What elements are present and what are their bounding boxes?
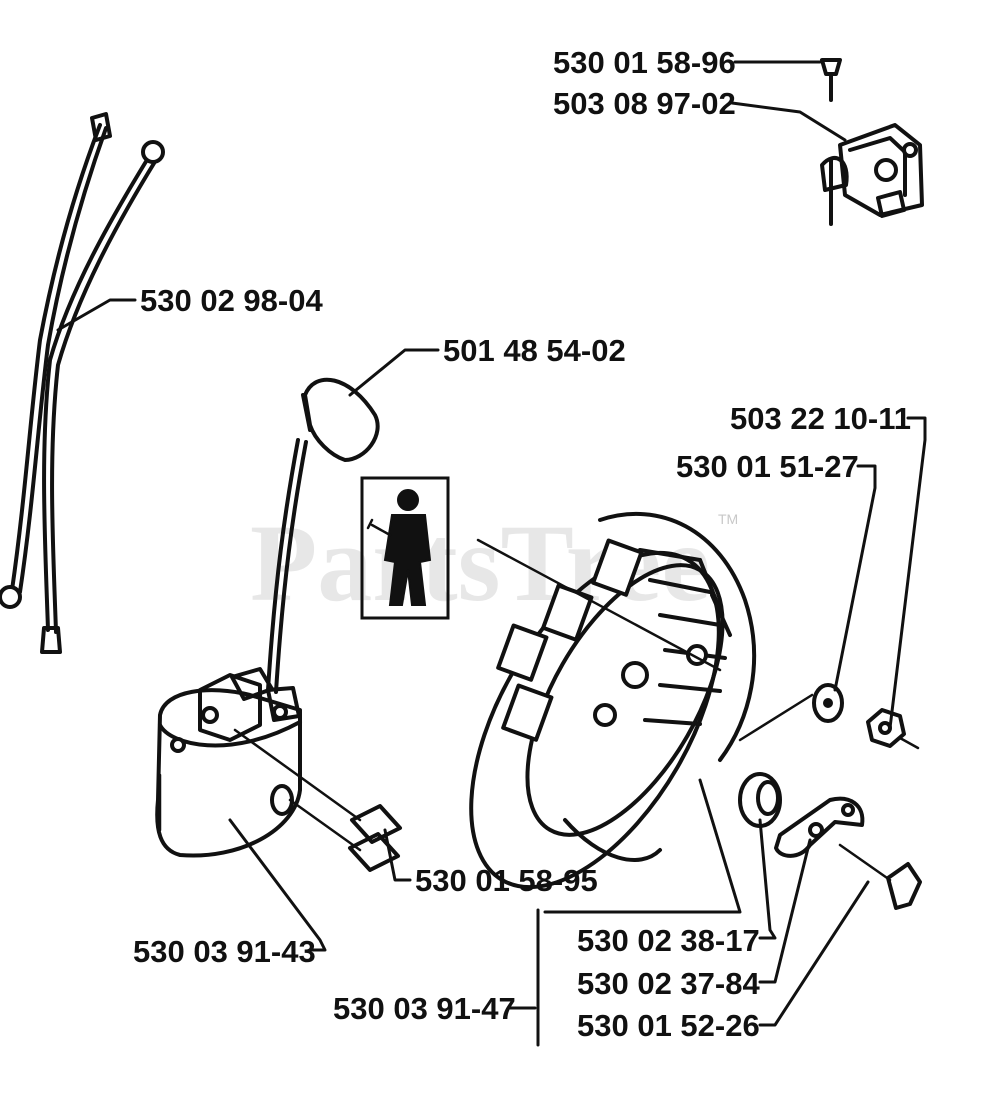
leader-lines: [56, 60, 927, 1047]
module-top-drawing: [820, 58, 924, 226]
label-pawl-screw: 530 01 52-26: [577, 1008, 760, 1043]
label-module-top: 503 08 97-02: [553, 86, 736, 121]
label-ignition-coil: 530 03 91-43: [133, 934, 316, 969]
label-wire-harness: 530 02 98-04: [140, 283, 323, 318]
label-pawl: 530 02 37-84: [577, 966, 760, 1001]
label-flywheel-assembly: 530 03 91-47: [333, 991, 516, 1026]
label-coil-screws: 530 01 58-95: [415, 863, 598, 898]
spark-plug-boot-drawing: [266, 377, 380, 694]
flywheel-drawing: [469, 511, 757, 890]
wire-harness-drawing: [0, 112, 165, 654]
pawl-assembly-drawing: [738, 772, 922, 910]
watermark-text: PartsTree: [250, 502, 710, 624]
coil-screws-drawing: [233, 728, 402, 872]
watermark-trademark: TM: [718, 511, 738, 527]
label-nut: 503 22 10-11: [730, 401, 911, 436]
label-screw-top: 530 01 58-96: [553, 45, 736, 80]
label-spark-plug-boot: 501 48 54-02: [443, 333, 626, 368]
label-washer: 530 01 51-27: [676, 449, 859, 484]
ignition-coil-drawing: [155, 667, 302, 858]
service-figure-drawing: [360, 476, 450, 620]
label-flywheel-spring: 530 02 38-17: [577, 923, 760, 958]
washer-nut-drawing: [738, 683, 920, 750]
